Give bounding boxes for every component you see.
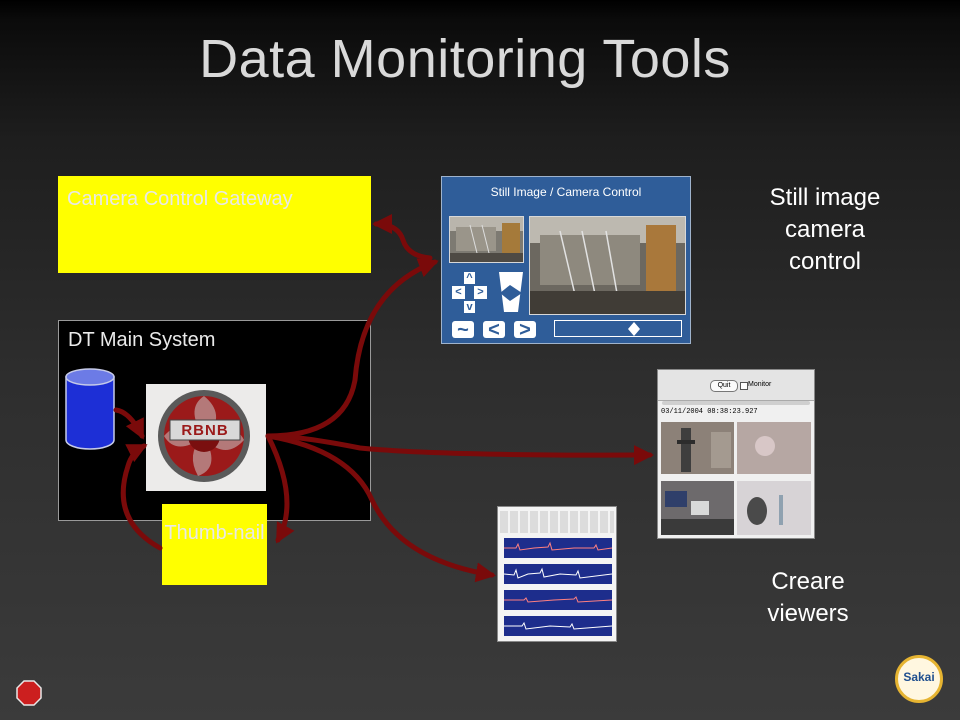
prev-button[interactable]: < [483, 320, 505, 340]
thumbnail-label: Thumb-nail [164, 522, 265, 544]
still-image-camera-control-label: Still image camera control [769, 184, 881, 275]
quit-button[interactable]: Quit [710, 380, 738, 392]
viewer-image-4 [737, 481, 811, 535]
viewer-timestamp: 03/11/2004 08:38:23.927 [661, 408, 758, 416]
slider-handle-icon[interactable] [628, 322, 640, 336]
creare-monitor-viewer[interactable]: Quit Monitor 03/11/2004 08:38:23.927 [657, 369, 815, 539]
dt-main-system-label: DT Main System [68, 329, 216, 351]
pan-left-button[interactable]: < [452, 286, 465, 299]
creare-viewers-label: Creare viewers [767, 568, 849, 627]
data-viewer-toolbar [500, 511, 614, 533]
viewer-scrollbar[interactable] [662, 401, 810, 405]
still-panel-title: Still Image / Camera Control [490, 185, 642, 199]
time-slider[interactable] [554, 320, 682, 337]
stop-icon[interactable] [16, 680, 42, 706]
rbnb-logo-text: RBNB [181, 422, 229, 439]
camera-control-gateway-label: Camera Control Gateway [67, 188, 293, 210]
viewer-image-1 [661, 422, 734, 474]
page-title: Data Monitoring Tools [199, 29, 731, 89]
arrow-db-to-rbnb [113, 407, 145, 440]
arrow-panel-to-gateway [372, 214, 433, 261]
camera-thumbnail-image[interactable] [449, 216, 524, 263]
pan-right-button[interactable]: > [474, 286, 487, 299]
tilde-button[interactable]: ~ [452, 320, 474, 340]
arrow-rbnb-to-thumbnail [265, 433, 295, 544]
rbnb-logo: RBNB [146, 384, 266, 491]
viewer-image-3 [661, 481, 734, 535]
sakai-logo: Sakai [895, 655, 943, 703]
thumbnail-box: Thumb-nail [162, 504, 267, 585]
viewer-toolbar: Quit Monitor [658, 370, 814, 401]
zoom-slider-icon[interactable] [498, 271, 524, 313]
still-image-camera-control-panel: Still Image / Camera Control ^ < > v [441, 176, 691, 344]
creare-data-viewer[interactable] [497, 506, 617, 642]
tilt-up-button[interactable]: ^ [464, 272, 475, 284]
sakai-logo-text: Sakai [903, 670, 935, 684]
camera-control-gateway-box: Camera Control Gateway [58, 176, 371, 273]
arrow-thumbnail-to-rbnb [120, 443, 163, 551]
waveform-plots [504, 538, 612, 636]
monitor-checkbox[interactable] [740, 382, 748, 390]
camera-main-image[interactable] [529, 216, 686, 315]
arrow-rbnb-to-monitor-viewer [265, 433, 654, 466]
viewer-image-2 [737, 422, 811, 474]
tilt-down-button[interactable]: v [464, 301, 475, 313]
next-button[interactable]: > [514, 320, 536, 340]
monitor-label: Monitor [748, 381, 772, 388]
database-icon [65, 368, 115, 450]
arrow-rbnb-to-still-panel [265, 258, 439, 439]
arrow-rbnb-to-data-viewer [265, 433, 496, 583]
